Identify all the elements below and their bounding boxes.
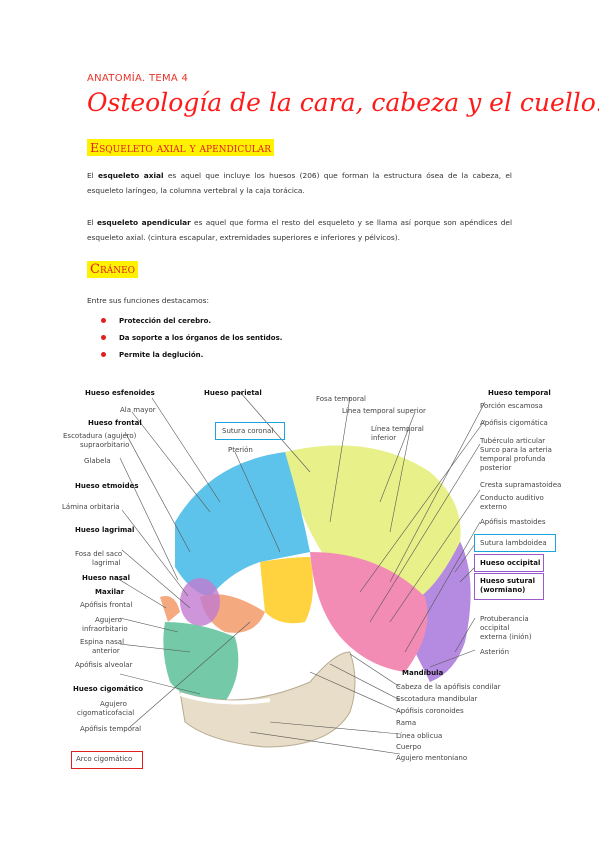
term-axial: esqueleto axial — [98, 171, 164, 180]
label-hueso-nasal: Hueso nasal — [82, 574, 130, 582]
label-arco-cigomatico: Arco cigomático — [76, 755, 133, 763]
highlight-box-hueso-sutural — [474, 573, 544, 600]
label-agujero-infra: Agujero — [95, 616, 122, 624]
label-porcion-escamosa: Porción escamosa — [480, 402, 543, 410]
label-hueso-cigomatico: Hueso cigomático — [73, 685, 144, 693]
label-posterior: posterior — [480, 464, 512, 472]
label-escotadura: Escotadura (agujero) — [63, 432, 137, 440]
label-linea-temporal-superior: Línea temporal superior — [342, 407, 426, 415]
label-tuberculo-articular: Tubérculo articular — [480, 437, 546, 445]
label-sutura-coronal: Sutura coronal — [222, 427, 274, 435]
label-infraorbitario: infraorbitario — [82, 625, 128, 633]
label-fosa-temporal: Fosa temporal — [316, 395, 366, 403]
label-inferior: inferior — [371, 434, 397, 442]
label-sutura-lambdoidea: Sutura lambdoidea — [480, 539, 547, 547]
temporal-bone — [310, 552, 428, 672]
label-cigomaticofacial: cigomaticofacial — [77, 709, 135, 717]
label-hueso-temporal: Hueso temporal — [488, 389, 551, 397]
label-conducto-auditivo: Conducto auditivo — [480, 494, 544, 502]
functions-list: Protección del cerebro. Da soporte a los… — [101, 314, 282, 365]
label-hueso-etmoides: Hueso etmoides — [75, 482, 139, 490]
parietal-bone — [285, 445, 461, 597]
highlight-box-arco-cigomatico — [71, 751, 143, 769]
list-item: Protección del cerebro. — [101, 314, 282, 331]
label-glabela: Glabela — [84, 457, 111, 465]
label-hueso-frontal: Hueso frontal — [88, 419, 142, 427]
label-pterion: Pterión — [228, 446, 253, 454]
label-cresta-supramastoidea: Cresta supramastoidea — [480, 481, 562, 489]
highlight-box-sutura-coronal — [215, 422, 285, 440]
label-apofisis-frontal: Apófisis frontal — [80, 601, 133, 609]
label-supraorbitario: supraorbitario — [80, 441, 130, 449]
label-mandibula: Mandíbula — [402, 669, 444, 677]
highlight-box-sutura-lambdoidea — [474, 534, 556, 552]
label-hueso-occipital: Hueso occipital — [480, 559, 541, 567]
label-cabeza-apofisis: Cabeza de la apófisis condilar — [396, 683, 501, 691]
skull-illustration — [114, 391, 486, 755]
label-occipital: occipital — [480, 624, 510, 632]
label-ala-mayor: Ala mayor — [120, 406, 156, 414]
label-agujero-cigo: Agujero — [100, 700, 127, 708]
term-appendicular: esqueleto apendicular — [96, 218, 191, 227]
list-item: Permite la deglución. — [101, 348, 282, 365]
list-item: Da soporte a los órganos de los sentidos… — [101, 331, 282, 348]
frontal-bone — [175, 452, 310, 597]
label-linea-temporal: Línea temporal — [371, 425, 424, 433]
label-surco-arteria: Surco para la arteria — [480, 446, 552, 454]
label-espina-nasal: Espina nasal — [80, 638, 125, 646]
label-hueso-esfenoides: Hueso esfenoides — [85, 389, 155, 397]
label-temporal-profunda: temporal profunda — [480, 455, 546, 463]
label-externo: externo — [480, 503, 507, 511]
label-hueso-sutural: Hueso sutural — [480, 577, 536, 585]
highlight-box-hueso-occipital — [474, 554, 544, 572]
page-title: Osteología de la cara, cabeza y el cuell… — [87, 88, 599, 117]
sphenoid-bone — [260, 557, 314, 624]
label-agujero-mentoniano: Agujero mentoniano — [396, 754, 468, 762]
paragraph-appendicular: El esqueleto apendicular es aquel que fo… — [87, 218, 512, 242]
label-cuerpo: Cuerpo — [396, 743, 422, 751]
label-externa-inion: externa (inión) — [480, 633, 532, 641]
functions-intro: Entre sus funciones destacamos: — [87, 296, 209, 305]
subject-label: ANATOMÍA. TEMA 4 — [87, 73, 189, 84]
maxilla-bone — [163, 622, 239, 702]
skull-figure: Hueso esfenoides Ala mayor Hueso frontal… — [60, 382, 570, 776]
label-escotadura-mandibular: Escotadura mandibular — [396, 695, 478, 703]
label-asterion: Asterión — [480, 648, 510, 656]
label-apofisis-coronoides: Apófisis coronoides — [396, 707, 464, 715]
label-rama: Rama — [396, 719, 417, 727]
label-apofisis-mastoides: Apófisis mastoides — [480, 518, 546, 526]
nasal-bone — [160, 596, 180, 622]
paragraph-axial: El esqueleto axial es aquel que incluye … — [87, 171, 512, 195]
label-anterior: anterior — [92, 647, 120, 655]
label-linea-oblicua: Línea oblicua — [396, 732, 443, 740]
label-fosa-saco: Fosa del saco — [75, 550, 123, 558]
label-hueso-lagrimal: Hueso lagrimal — [75, 526, 135, 534]
label-apofisis-alveolar: Apófisis alveolar — [75, 661, 133, 669]
label-lagrimal: lagrimal — [92, 559, 121, 567]
label-apofisis-temporal: Apófisis temporal — [80, 725, 142, 733]
label-hueso-parietal: Hueso parietal — [204, 389, 262, 397]
section-heading-axial: Esqueleto axial y apendicular — [87, 139, 275, 156]
orbit — [180, 578, 220, 626]
label-protuberancia: Protuberancia — [480, 615, 529, 623]
section-heading-skull: Cráneo — [87, 261, 139, 278]
label-lamina-orbitaria: Lámina orbitaria — [62, 503, 120, 511]
label-apofisis-cigomatica: Apófisis cigomática — [480, 419, 548, 427]
label-maxilar: Maxilar — [95, 588, 125, 596]
label-wormiano: (wormiano) — [480, 586, 526, 594]
